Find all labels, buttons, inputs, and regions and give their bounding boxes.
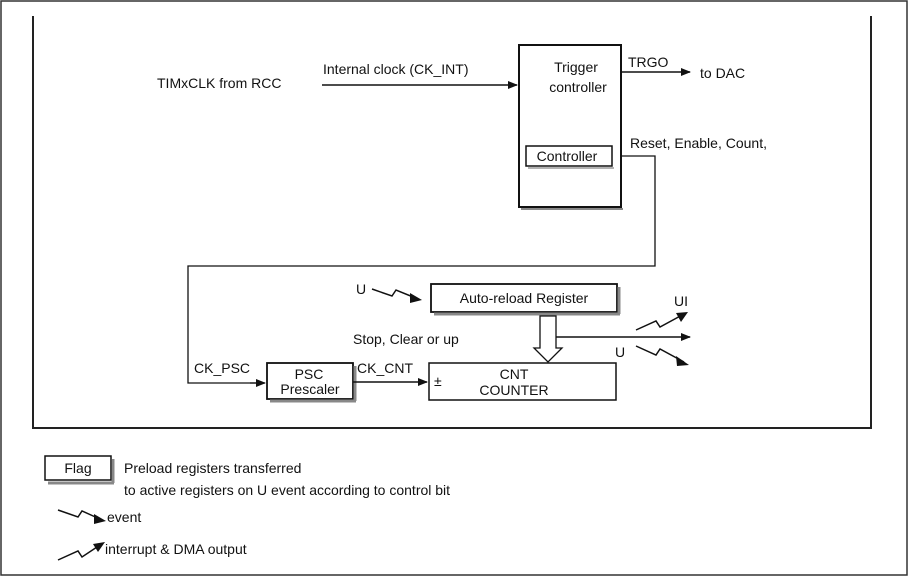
u-event-arrowhead bbox=[410, 293, 422, 303]
legend-interrupt-arrowhead bbox=[93, 542, 105, 552]
controller-label: controller bbox=[549, 79, 607, 95]
counter-block bbox=[428, 362, 617, 401]
legend-interrupt-symbol bbox=[57, 544, 101, 561]
legend-event-arrowhead bbox=[94, 514, 106, 524]
ui-interrupt-arrowhead bbox=[676, 312, 688, 322]
u-event-symbol bbox=[371, 288, 419, 300]
legend-interrupt-label: interrupt & DMA output bbox=[105, 541, 247, 557]
ck-cnt-label: CK_CNT bbox=[357, 360, 413, 376]
auto-reload-label: Auto-reload Register bbox=[460, 290, 589, 306]
prescaler-block bbox=[266, 362, 354, 400]
counter-plusminus: ± bbox=[434, 373, 442, 389]
u-output-label: U bbox=[615, 344, 625, 360]
stop-clear-up-label: Stop, Clear or up bbox=[353, 331, 459, 347]
legend-preload-line1: Preload registers transferred bbox=[124, 460, 301, 476]
internal-clock-label: Internal clock (CK_INT) bbox=[323, 61, 468, 77]
legend-event-label: event bbox=[107, 509, 141, 525]
legend-flag-label: Flag bbox=[64, 460, 91, 476]
ui-label: UI bbox=[674, 293, 688, 309]
control-path bbox=[187, 155, 656, 384]
prescaler-label: Prescaler bbox=[280, 381, 339, 397]
controller-subblock bbox=[525, 145, 613, 167]
legend-flag-box bbox=[44, 455, 112, 481]
u-input-label: U bbox=[356, 281, 366, 297]
cnt-label: CNT bbox=[500, 366, 529, 382]
ui-interrupt-symbol bbox=[635, 313, 685, 331]
timxclk-label: TIMxCLK from RCC bbox=[157, 75, 281, 91]
diagram-border bbox=[32, 16, 872, 429]
trigger-label: Trigger bbox=[554, 59, 598, 75]
counter-label: COUNTER bbox=[479, 382, 548, 398]
psc-label: PSC bbox=[295, 366, 324, 382]
legend-event-symbol bbox=[57, 509, 103, 521]
auto-reload-register-block bbox=[430, 283, 618, 313]
trigger-controller-block bbox=[518, 44, 622, 208]
u-output-event-symbol bbox=[635, 345, 685, 363]
to-dac-label: to DAC bbox=[700, 65, 745, 81]
trgo-label: TRGO bbox=[628, 54, 669, 70]
reset-enable-count-label: Reset, Enable, Count, bbox=[630, 135, 767, 151]
controller-subblock-label: Controller bbox=[537, 148, 598, 164]
ck-psc-label: CK_PSC bbox=[194, 360, 250, 376]
preload-transfer-arrow bbox=[532, 315, 564, 363]
u-output-event-arrowhead bbox=[676, 356, 689, 366]
legend-preload-line2: to active registers on U event according… bbox=[124, 482, 450, 498]
